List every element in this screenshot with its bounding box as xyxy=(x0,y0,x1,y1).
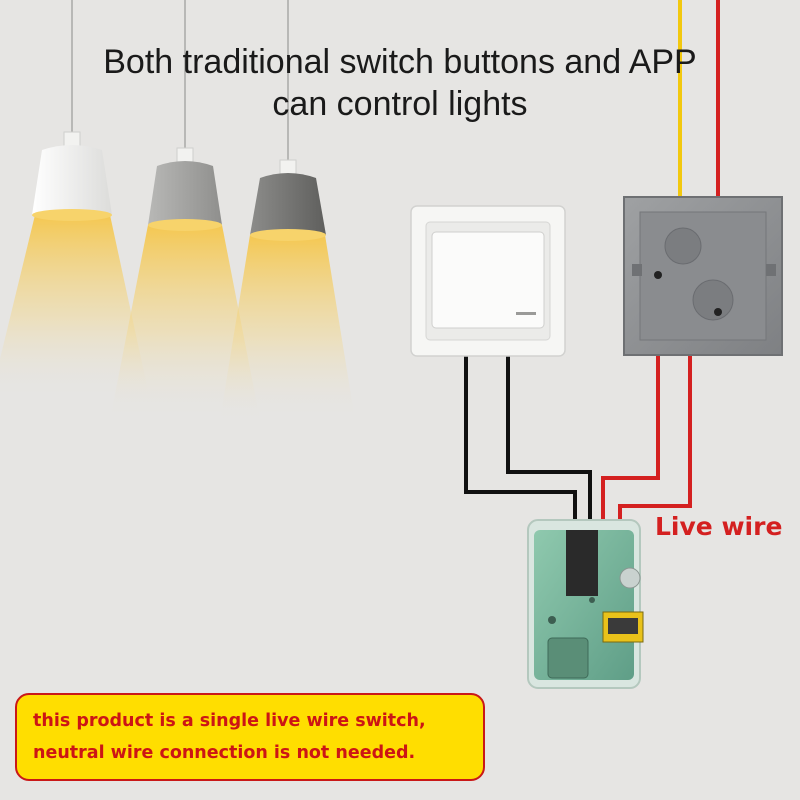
lamp-white-icon xyxy=(0,0,150,400)
headline-line-1: Both traditional switch buttons and APP xyxy=(103,43,697,81)
junction-box-icon xyxy=(623,196,783,356)
wall-switch-icon xyxy=(410,205,566,357)
notice-line-2: neutral wire connection is not needed. xyxy=(33,743,416,763)
lamp-dark-icon xyxy=(220,0,355,420)
live-wire-label: Live wire xyxy=(655,512,783,541)
notice-line-1: this product is a single live wire switc… xyxy=(33,711,426,731)
lamp-grey-icon xyxy=(110,0,260,420)
headline-line-2: can control lights xyxy=(272,85,528,123)
notice-banner: this product is a single live wire switc… xyxy=(15,693,485,781)
switch-wires xyxy=(464,356,592,530)
relay-module-icon xyxy=(527,519,644,689)
